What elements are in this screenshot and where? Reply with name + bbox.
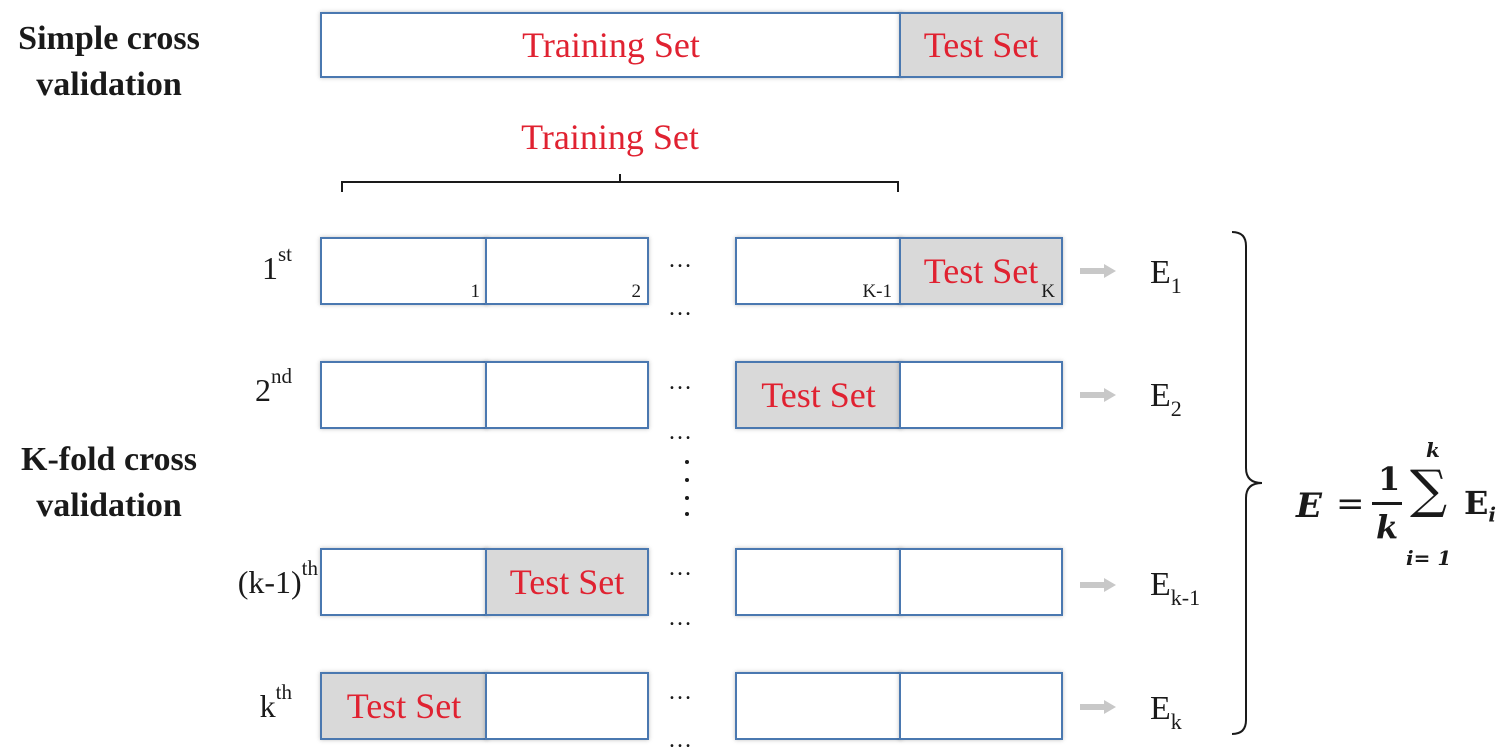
term-sub: i bbox=[1488, 502, 1496, 527]
fold-2 bbox=[485, 672, 649, 740]
ellipsis: … bbox=[668, 419, 692, 445]
fold-1 bbox=[320, 548, 488, 616]
sigma-upper: k bbox=[1426, 438, 1440, 462]
fold-k bbox=[899, 672, 1063, 740]
fold-2 bbox=[485, 361, 649, 429]
simple-training-segment: Training Set bbox=[320, 12, 902, 78]
ellipsis: … bbox=[668, 247, 692, 273]
arrow-icon bbox=[1080, 264, 1116, 278]
err-letter: E bbox=[1150, 254, 1171, 291]
formula-numerator: 1 bbox=[1378, 460, 1401, 498]
fold-k bbox=[899, 548, 1063, 616]
row-sup: nd bbox=[271, 364, 292, 388]
formula-lhs: E bbox=[1296, 486, 1322, 526]
kfold-cv-title-line1: K-fold cross bbox=[21, 441, 197, 478]
row-ord: k bbox=[259, 688, 276, 724]
err-sub: 1 bbox=[1170, 273, 1182, 298]
simple-test-label: Test Set bbox=[923, 25, 1039, 65]
row-label-1st: 1st bbox=[200, 242, 292, 287]
fold-1 bbox=[320, 361, 488, 429]
fold-index: 2 bbox=[631, 281, 642, 302]
term-letter: E bbox=[1464, 484, 1489, 522]
err-sub: k-1 bbox=[1170, 585, 1201, 610]
kfold-cv-title: K-fold cross validation bbox=[0, 437, 218, 529]
err-letter: E bbox=[1150, 566, 1171, 603]
row-label-kth: kth bbox=[200, 680, 292, 725]
formula-denominator: k bbox=[1376, 508, 1399, 546]
simple-cv-title: Simple cross validation bbox=[0, 16, 218, 108]
test-set-label: Test Set bbox=[509, 562, 625, 602]
fold-k-minus-1 bbox=[735, 672, 902, 740]
fold-1-test: Test Set bbox=[320, 672, 488, 740]
ellipsis: … bbox=[668, 295, 692, 321]
err-letter: E bbox=[1150, 690, 1171, 727]
error-ek: Ek bbox=[1150, 690, 1182, 734]
kfold-training-brace-label: Training Set bbox=[521, 117, 699, 157]
simple-training-label: Training Set bbox=[522, 25, 700, 65]
fraction-bar bbox=[1372, 502, 1402, 505]
ellipsis: … bbox=[668, 605, 692, 631]
row-sup: st bbox=[277, 242, 292, 266]
ellipsis: … bbox=[668, 679, 692, 705]
fold-index: K-1 bbox=[862, 281, 892, 302]
formula-equals: = bbox=[1336, 484, 1365, 524]
test-set-label: Test Set bbox=[923, 251, 1039, 291]
error-ek-minus-1: Ek-1 bbox=[1150, 566, 1200, 610]
average-error-formula: E = 1 k k ∑ i= 1 Ei bbox=[1290, 438, 1502, 580]
test-set-label: Test Set bbox=[346, 686, 462, 726]
ellipsis: … bbox=[668, 727, 692, 753]
arrow-icon bbox=[1080, 578, 1116, 592]
simple-cv-title-line2: validation bbox=[36, 66, 182, 103]
err-sub: 2 bbox=[1170, 396, 1182, 421]
fold-k-minus-1 bbox=[735, 548, 902, 616]
formula-term: Ei bbox=[1464, 484, 1496, 526]
err-letter: E bbox=[1150, 377, 1171, 414]
arrow-icon bbox=[1080, 700, 1116, 714]
kfold-cv-title-line2: validation bbox=[36, 487, 182, 524]
row-ord: 2 bbox=[255, 372, 271, 408]
arrow-icon bbox=[1080, 388, 1116, 402]
row-label-k-minus-1th: (k-1)th bbox=[190, 556, 318, 601]
error-e2: E2 bbox=[1150, 377, 1182, 421]
sigma-icon: ∑ bbox=[1410, 460, 1448, 520]
err-sub: k bbox=[1170, 709, 1182, 734]
fold-index: K bbox=[1041, 281, 1055, 302]
row-ord: (k-1) bbox=[237, 564, 302, 600]
fold-k-minus-1: K-1 bbox=[735, 237, 902, 305]
row-sup: th bbox=[275, 680, 292, 704]
simple-test-segment: Test Set bbox=[899, 12, 1063, 78]
sigma-lower: i= 1 bbox=[1406, 546, 1452, 570]
error-e1: E1 bbox=[1150, 254, 1182, 298]
simple-cv-title-line1: Simple cross bbox=[18, 20, 200, 57]
row-ord: 1 bbox=[261, 250, 278, 286]
test-set-label: Test Set bbox=[761, 375, 876, 415]
fold-2: 2 bbox=[485, 237, 649, 305]
right-curly-brace bbox=[1231, 231, 1263, 735]
fold-k-test: Test Set K bbox=[899, 237, 1063, 305]
fold-k-minus-1-test: Test Set bbox=[735, 361, 902, 429]
ellipsis: … bbox=[668, 555, 692, 581]
fold-1: 1 bbox=[320, 237, 488, 305]
fold-index: 1 bbox=[470, 281, 481, 302]
row-label-2nd: 2nd bbox=[200, 364, 292, 409]
vertical-ellipsis bbox=[683, 458, 691, 520]
fold-k bbox=[899, 361, 1063, 429]
fold-2-test: Test Set bbox=[485, 548, 649, 616]
row-sup: th bbox=[301, 556, 318, 580]
ellipsis: … bbox=[668, 369, 692, 395]
training-brace bbox=[341, 174, 899, 192]
